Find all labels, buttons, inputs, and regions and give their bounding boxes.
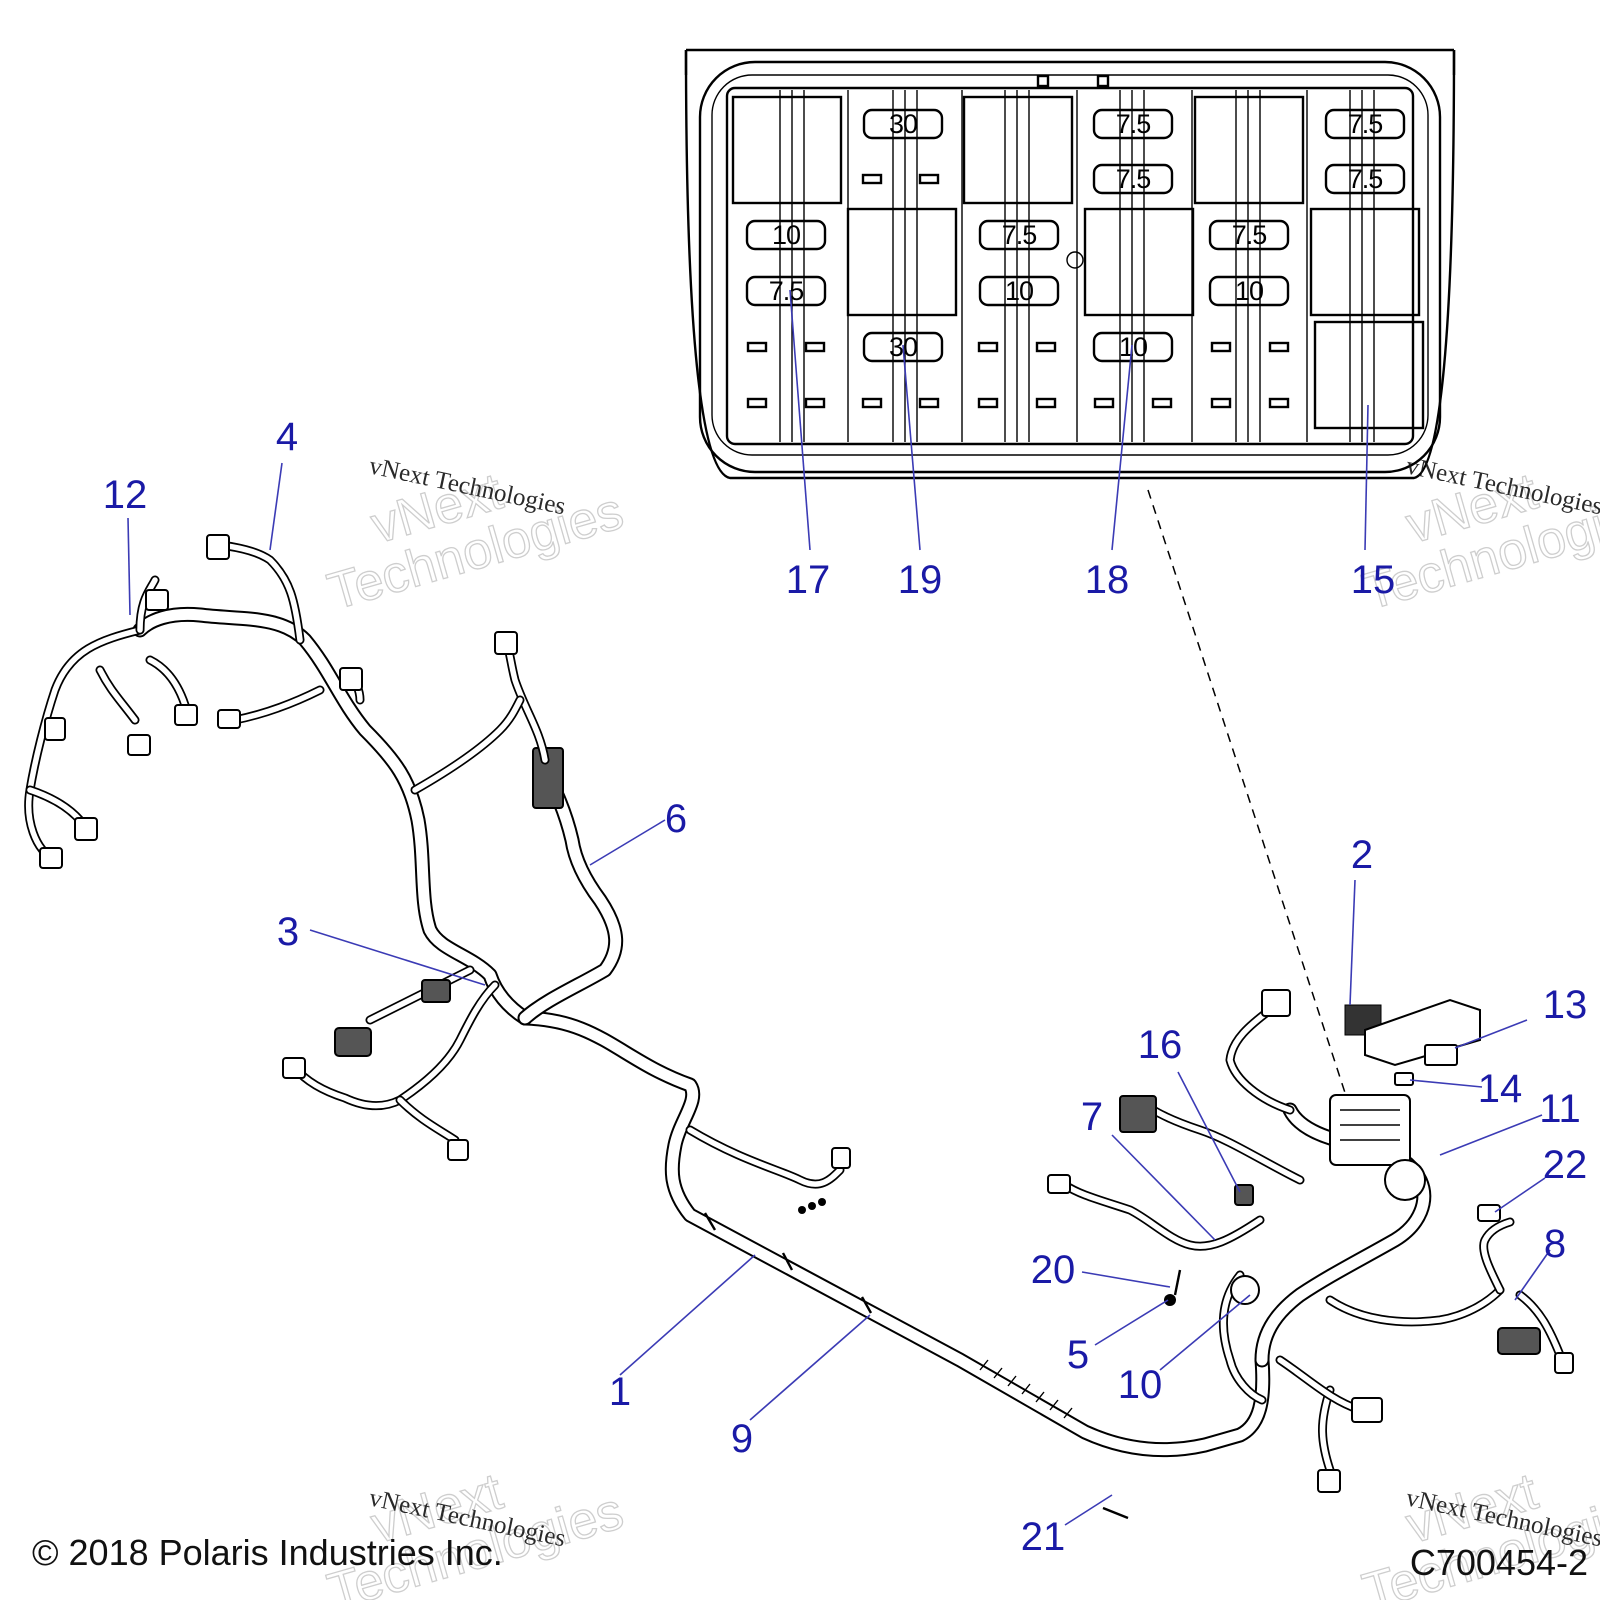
callout-3: 3 <box>277 910 299 954</box>
connector <box>447 1139 469 1161</box>
connector <box>1317 1469 1341 1493</box>
ecu-connector <box>532 747 564 809</box>
grommet <box>1230 1275 1260 1305</box>
leader-lines <box>127 289 1551 1526</box>
fuse-rating: 7.5 <box>1116 164 1151 194</box>
fuse: 30 <box>862 108 944 140</box>
fuse-box-cover <box>1364 998 1481 1067</box>
callout-12: 12 <box>103 473 148 517</box>
screw <box>1164 1294 1176 1306</box>
connector <box>74 817 98 841</box>
connector <box>44 717 66 741</box>
connector <box>217 709 241 729</box>
callout-21: 21 <box>1021 1515 1066 1559</box>
callout-9: 9 <box>731 1417 753 1461</box>
fuse-rating: 7.5 <box>769 276 804 306</box>
connector <box>831 1147 851 1169</box>
latch-pin <box>1066 251 1084 269</box>
fuse-box-housing <box>1329 1094 1411 1166</box>
connector <box>127 734 151 756</box>
connector <box>339 667 363 691</box>
callout-18: 18 <box>1085 558 1130 602</box>
fuse-rating: 10 <box>1235 276 1263 306</box>
connector <box>282 1057 306 1079</box>
fuse: 10 <box>745 219 827 251</box>
connector <box>1047 1174 1071 1194</box>
relay <box>1424 1044 1458 1066</box>
fuse-slot-guides <box>779 90 1375 442</box>
fuse-box-detail: 30 7.5 7.5 7.5 7.5 10 7.5 7.5 <box>684 48 1456 480</box>
fuse-rating: 30 <box>889 109 917 139</box>
connector <box>334 1027 372 1057</box>
fuse: 7.5 <box>1208 219 1290 251</box>
callout-22: 22 <box>1543 1143 1588 1187</box>
empty-slots <box>746 173 1290 409</box>
connector <box>145 589 169 611</box>
callout-15: 15 <box>1351 558 1396 602</box>
copyright-notice: © 2018 Polaris Industries Inc. <box>32 1532 503 1573</box>
fuse: 7.5 <box>1092 108 1174 140</box>
wire-harness <box>24 534 1574 1520</box>
ground-strap <box>1173 1269 1182 1296</box>
fuse-rating: 7.5 <box>1002 220 1037 250</box>
callout-13: 13 <box>1543 983 1588 1027</box>
grommet <box>1384 1159 1426 1201</box>
connector <box>39 847 63 869</box>
fuse-rating: 7.5 <box>1116 109 1151 139</box>
clip <box>1102 1506 1129 1520</box>
connector <box>1261 989 1291 1017</box>
fuse-rating: 7.5 <box>1232 220 1267 250</box>
connector <box>1351 1397 1383 1423</box>
fuse-rating: 7.5 <box>1348 109 1383 139</box>
callout-20: 20 <box>1031 1248 1076 1292</box>
connector <box>1119 1095 1157 1133</box>
callout-8: 8 <box>1544 1222 1566 1266</box>
callout-19: 19 <box>898 558 943 602</box>
callout-7: 7 <box>1081 1095 1103 1139</box>
plug <box>1477 1204 1501 1222</box>
callout-6: 6 <box>665 797 687 841</box>
fuse: 7.5 <box>1324 108 1406 140</box>
mini-fuse <box>1394 1072 1414 1086</box>
callout-1: 1 <box>609 1370 631 1414</box>
fuse: 7.5 <box>1324 163 1406 195</box>
fuse-rating: 10 <box>772 220 800 250</box>
connector <box>1497 1327 1541 1355</box>
fuse: 10 <box>1092 331 1174 363</box>
callout-2: 2 <box>1351 833 1373 877</box>
fuse-rating: 10 <box>1119 332 1147 362</box>
fuse: 7.5 <box>1092 163 1174 195</box>
connector <box>494 631 518 655</box>
fuse: 10 <box>978 275 1060 307</box>
callout-4: 4 <box>276 415 298 459</box>
tab-notches <box>1036 74 1110 88</box>
callout-5: 5 <box>1067 1333 1089 1377</box>
fuse: 10 <box>1208 275 1290 307</box>
fuse: 7.5 <box>978 219 1060 251</box>
connector <box>206 534 230 560</box>
connector <box>174 704 198 726</box>
fuse-rating: 10 <box>1005 276 1033 306</box>
callout-11: 11 <box>1539 1087 1581 1131</box>
callout-10: 10 <box>1118 1363 1163 1407</box>
connector <box>421 979 451 1003</box>
connector <box>1554 1352 1574 1374</box>
relay-blocks <box>731 95 1425 430</box>
callout-17: 17 <box>786 558 831 602</box>
figure-code: C700454-2 <box>1410 1542 1588 1583</box>
callout-labels: 1 2 3 4 5 6 7 8 9 10 11 12 13 14 15 16 1… <box>103 415 1588 1559</box>
fuse: 7.5 <box>745 275 827 307</box>
callout-14: 14 <box>1478 1067 1523 1111</box>
callout-16: 16 <box>1138 1023 1183 1067</box>
fuse-rating: 7.5 <box>1348 164 1383 194</box>
explode-line <box>1147 489 1351 1109</box>
